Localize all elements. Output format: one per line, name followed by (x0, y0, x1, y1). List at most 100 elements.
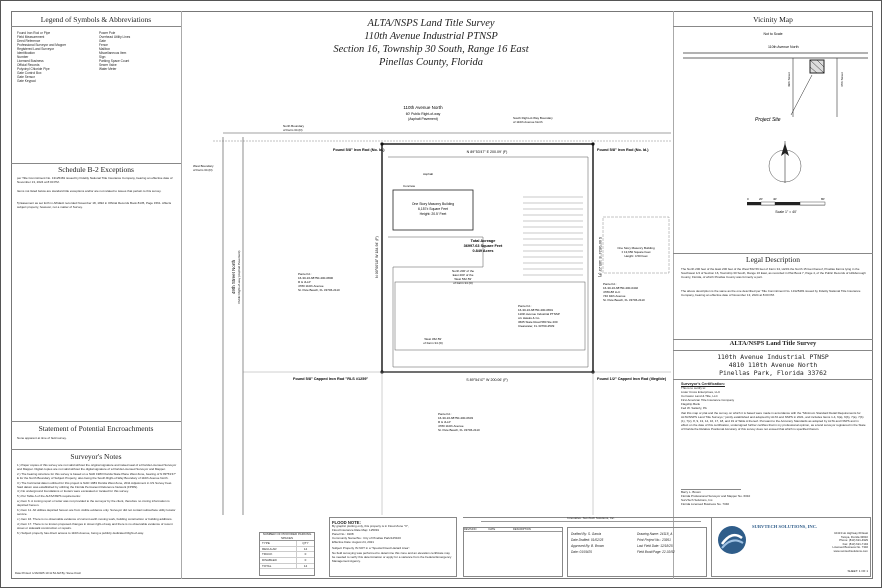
signature-block: Barry L. Brown Florida Professional Surv… (681, 489, 866, 507)
acreage-label: Total Acreage (471, 239, 496, 243)
signature-title: Florida Professional Surveyor and Mapper… (681, 493, 751, 498)
legend-item: Mailbox (99, 47, 110, 51)
site-leader (790, 74, 813, 116)
parcel-bottom-address: 4780 110th Avenue (438, 424, 464, 428)
found-sw-label: Found 5/8" Capped Iron Rod "RLS #1259" (293, 377, 368, 381)
neighbor-building-label: One Story Masonry Building (617, 246, 655, 250)
pavement-edge (394, 281, 586, 351)
parking-qty: 0 (296, 557, 314, 563)
north-boundary-label-2: of Farm 34 (D) (283, 128, 303, 132)
scale-bar-segment (760, 201, 776, 206)
parking-qty: 14 (296, 546, 314, 552)
title-block: 110th Avenue Industrial PTNSP 4810 110th… (673, 353, 873, 377)
title-block-heading: ALTA/NSPS Land Title Survey (729, 340, 817, 347)
building-label: One Story Masonry Building (412, 202, 454, 206)
building-footprint (392, 189, 474, 231)
flood-line: No field surveying was performed to dete… (332, 551, 452, 564)
surveyor-note: 2.) The bearing structure for this surve… (17, 471, 176, 480)
legend-item: Licensed Business (17, 59, 44, 63)
parcel-left-number: 16-30-16-68750-400-0800 (298, 276, 333, 280)
title-line-1: ALTA/NSPS Land Title Survey (367, 18, 495, 29)
schedule-note: per Title Commitment No. 13125481 issued… (17, 176, 173, 184)
certification-block: Surveyor's Certification: This is to cer… (681, 382, 866, 432)
date-drafted: Date Drafted: 01/02/25 (571, 538, 604, 542)
revision-header: REVISION (464, 528, 477, 531)
surveyor-note: d.) Item 17. There is no known proposed … (17, 521, 173, 530)
neighbor-building-sq: ± 13,650 Square Feet (622, 250, 651, 254)
parking-heading: NUMBER OF PROVIDED PARKING SPACES (260, 532, 314, 542)
neighbor-building-ht: Height: 4.50 Feet (624, 254, 647, 258)
divider (673, 253, 873, 254)
logo-swoosh (721, 539, 744, 549)
parking-type: TYPE (262, 541, 270, 546)
title-line-4: Pinellas County, Florida (378, 57, 484, 68)
acreage-ac: 0.849 Acres (473, 249, 494, 253)
legend-item: Gate (99, 39, 106, 43)
divider (673, 350, 873, 351)
parcel-center-number: 16-30-16-68750-400-0801 (518, 308, 553, 312)
parcel-right: Parcel Id.: 16-30-16-68750-400-0402 4780… (603, 282, 645, 302)
revision-date-header: DATE (488, 528, 496, 531)
company-contact: 10413 Ho Highway 60 East Tampa, Florida … (808, 531, 868, 554)
signature-lb: Florida Licensed Business No. 7340 (681, 501, 730, 506)
parcel-center-owner: 110th Avenue Industrial PTNSP (518, 312, 560, 316)
flood-line: Subject Property IS NOT in a "Special Fl… (332, 545, 411, 550)
street-left-label: 49th Street North (231, 259, 236, 294)
revision-table: REVISION DATE DESCRIPTION (463, 527, 563, 577)
acreage-sq: 36997.63 Square Feet (464, 244, 503, 248)
legend-item: Water Meter (99, 67, 117, 71)
parcel-right-number: 16-30-16-68750-400-0402 (603, 286, 638, 290)
parcel-bottom-city: St. Pete Beach, FL 33706-2110 (438, 428, 480, 432)
parking-type: REGULAR (262, 546, 277, 551)
parcel-right-id: Parcel Id.: (603, 282, 617, 286)
flood-note: FLOOD NOTE: By graphic plotting only, th… (329, 517, 457, 577)
parcel-left-id: Parcel Id.: (298, 272, 312, 276)
schedule-heading: Schedule B-2 Exceptions (58, 165, 134, 174)
scale-tick-2: 40' (773, 197, 777, 201)
hatch-line (809, 59, 825, 74)
right-column (673, 11, 873, 579)
west-boundary-label: West Boundary (193, 164, 214, 168)
parcel-center-city: Clearwater, FL 33760-2539 (518, 324, 555, 328)
certification-line: Flagship Bank (681, 401, 701, 406)
scale-tick-1: 20' (759, 197, 763, 201)
surveyor-note: 4.) No underground foundations or footer… (17, 489, 129, 494)
parcel-center: Parcel Id.: 16-30-16-68750-400-0801 110t… (518, 304, 560, 328)
hatch-line (816, 59, 825, 68)
south-row-label-2: of 110th Avenue North (513, 120, 543, 124)
company-lb: Licensed Business No. 7340 (832, 545, 868, 550)
scale-bar-segment (799, 201, 826, 206)
flood-line: Effective Date: August 24, 2021 (332, 539, 374, 544)
found-ne-label: Found 5/8" Iron Rod (No. Id.) (597, 148, 649, 152)
signature-name: Barry L. Brown (681, 490, 701, 494)
company-address: 10413 Ho Highway 60 East (834, 531, 868, 535)
title-strip (463, 517, 871, 578)
parcel-bottom-number: 16-30-16-68750-400-0603 (438, 416, 473, 420)
company-strip: Innovative. SurvTech Solutions, Inc. (481, 516, 701, 522)
survey-title: ALTA/NSPS Land Title Survey 110th Avenue… (241, 17, 621, 69)
divider (11, 26, 181, 27)
certification-line: First American Title Insurance Company (681, 397, 735, 402)
legal-text: The North 200 feet of the East 200 feet … (681, 267, 866, 279)
project-number: Print Project No.: 23951 (637, 538, 671, 542)
legend-item: Field Measurement (17, 35, 45, 39)
found-iron-rod-icon (380, 142, 384, 146)
certification-line: Fed W. Satterly, PA (681, 405, 707, 410)
hatch-line (809, 66, 818, 74)
parcel-left: Parcel Id.: 16-30-16-68750-400-0800 R & … (298, 272, 340, 292)
north-200-label-4: of Farm 34 (D) (453, 281, 473, 285)
certification-line: Corrosion Land & Title, LLC (681, 393, 718, 398)
bearing-right: S 00°08'24" E 185.23' (F) (598, 237, 602, 277)
scale-tick-0: 0 (747, 197, 749, 201)
logo-swoosh (720, 533, 743, 545)
street-left-sub: Public Right-of-way (Asphalt Pavement) (237, 250, 241, 303)
flood-line: By graphic plotting only, this property … (332, 524, 409, 528)
north-arrow-head-icon (781, 143, 789, 156)
last-field-date: Last Field Date: 12/18/25 (637, 544, 673, 548)
legend-item: Professional Surveyor and Mapper (17, 43, 67, 47)
surveyor-note: 3.) The horizontal datum utilized for th… (17, 480, 173, 489)
legend-item: Registered Land Surveyor (17, 47, 55, 51)
legend-item: Gate Control Box (17, 71, 42, 75)
